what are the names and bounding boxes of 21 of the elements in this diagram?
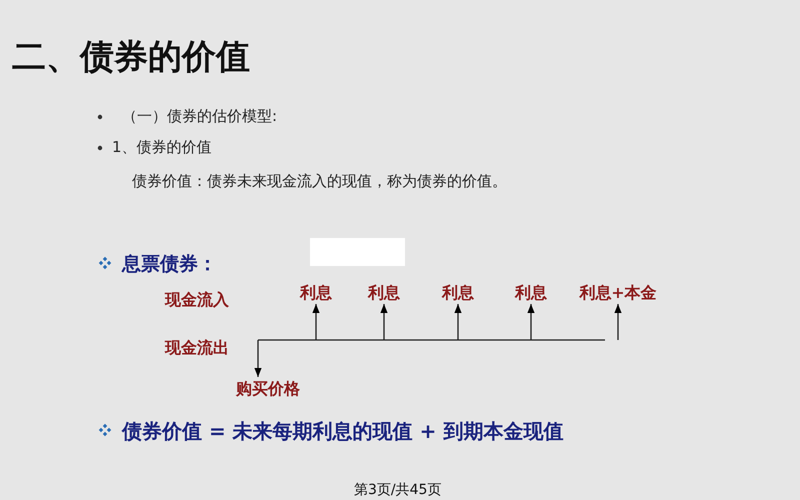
text-label: 1、债券的价值 [112,138,212,157]
cash-flow-label: 利息 [442,283,474,303]
cash-flow-label: 利息 [368,283,400,303]
arrow [254,340,262,377]
arrow [454,304,462,340]
arrow [527,304,535,340]
cash-flow-label: 利息 [515,283,547,303]
arrow [614,304,622,340]
text-label: 现金流入 [165,290,229,311]
text-label: 债券价值：债券未来现金流入的现值，称为债券的价值。 [132,172,507,191]
text-label: 债券价值 = 未来每期利息的现值 + 到期本金现值 [122,418,564,445]
cash-flow-label: 利息 [300,283,332,303]
slide-title: 二、债券的价值 [12,36,250,79]
text-label: 息票债券： [122,252,217,277]
text-label: （一）债券的估价模型: [122,107,278,126]
page-number: 第3页/共45页 [354,481,442,499]
cash-flow-label: 购买价格 [236,379,300,399]
arrow [312,304,320,340]
text-label: 现金流出 [165,338,229,359]
arrow [380,304,388,340]
cash-flow-label: 利息+本金 [579,283,657,303]
